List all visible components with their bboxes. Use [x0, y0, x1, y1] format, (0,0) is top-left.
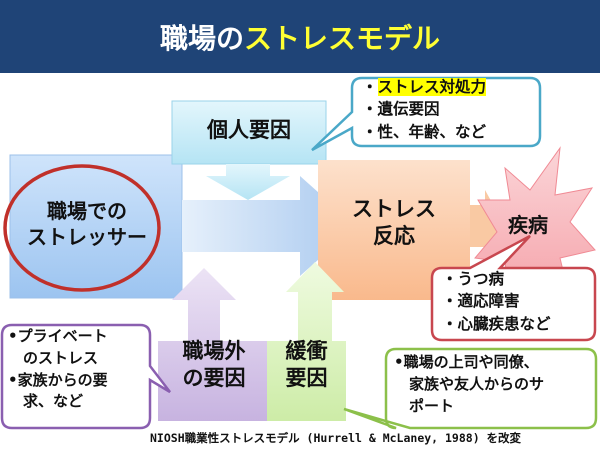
buffer-line2: 要因 — [285, 366, 328, 391]
reaction-label: ストレス 反応 — [318, 196, 470, 251]
title-part1: 職場の — [159, 21, 244, 55]
list-item: ・性、年齢、など — [362, 122, 487, 141]
individual-callout — [311, 76, 542, 152]
reaction-line2: 反応 — [373, 224, 415, 249]
title-part2: ストレスモデル — [244, 21, 441, 55]
stressor-highlight-ellipse — [3, 164, 161, 292]
list-item: •プライベート — [8, 327, 108, 345]
list-item: 求、など — [8, 392, 84, 411]
reaction-line1: ストレス — [352, 197, 436, 221]
individual-factors-list: ・ストレス対処力 ・遺伝要因 ・性、年齢、など — [362, 76, 487, 143]
nonwork-line2: の要因 — [182, 366, 246, 391]
individual-label: 個人要因 — [207, 118, 291, 142]
disease-arrow — [470, 190, 505, 262]
list-item: のストレス — [8, 348, 99, 367]
list-item: ・心臓疾患など — [442, 314, 551, 333]
nonwork-callout — [0, 323, 171, 430]
individual-down-arrow — [206, 164, 290, 200]
slide-title: 職場のストレスモデル — [0, 0, 600, 73]
list-item: ・うつ病 — [442, 270, 505, 288]
stress-flow-arrow — [182, 176, 356, 276]
stressor-label: 職場での ストレッサー — [12, 198, 162, 250]
nonwork-line1: 職場外 — [182, 339, 246, 363]
individual-box — [171, 100, 327, 165]
list-item: ・遺伝要因 — [362, 100, 440, 119]
disease-callout — [430, 234, 597, 342]
list-item: •家族からの要 — [8, 370, 108, 389]
list-item: ・適応障害 — [442, 292, 520, 311]
source-citation: NIOSH職業性ストレスモデル (Hurrell & McLaney, 1988… — [150, 431, 522, 445]
list-item: •職場の上司や同僚、 — [394, 353, 539, 371]
nonwork-list: •プライベート のストレス •家族からの要 求、など — [8, 326, 108, 413]
buffer-up-arrow — [267, 262, 346, 421]
nonwork-label: 職場外 の要因 — [158, 338, 270, 393]
nonwork-up-arrow — [158, 268, 270, 421]
stressor-line1: 職場での — [47, 199, 127, 223]
stressor-line2: ストレッサー — [27, 225, 147, 249]
buffer-line1: 緩衝 — [285, 339, 328, 363]
list-item: 家族や友人からのサ — [394, 374, 545, 393]
buffer-list: •職場の上司や同僚、 家族や友人からのサ ポート — [394, 352, 544, 417]
bullet: ・ — [362, 78, 378, 96]
buffer-label: 緩衝 要因 — [267, 338, 346, 393]
list-item: ポート — [394, 396, 455, 415]
disease-list: ・うつ病 ・適応障害 ・心臓疾患など — [442, 268, 551, 335]
buffer-callout — [343, 347, 598, 430]
coping-item: ストレス対処力 — [377, 78, 487, 96]
disease-label: 疾病 — [508, 213, 548, 237]
